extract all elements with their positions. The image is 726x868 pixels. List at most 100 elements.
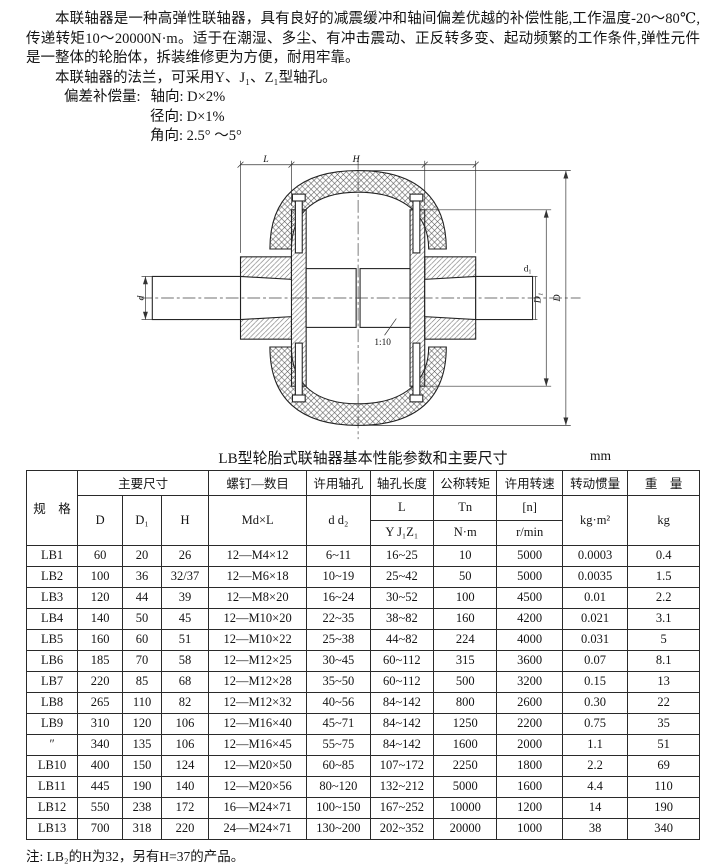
table-cell: 12—M16×40 (208, 712, 308, 735)
table-cell: 40~56 (306, 691, 371, 714)
compensation-radial: 径向: D×1% (150, 108, 225, 125)
bolt-bottom-left (291, 342, 306, 402)
table-cell: LB4 (25, 607, 79, 630)
table-cell: LB11 (25, 775, 79, 798)
table-cell: 1000 (496, 817, 563, 840)
table-cell: 140 (160, 775, 210, 798)
intro-paragraph-2: 本联轴器的法兰，可采用Y、J₁、Z₁型轴孔。 (55, 69, 337, 86)
compensation-row-axial: 偏差补偿量:轴向: D×2% (26, 88, 700, 108)
table-cell: 2600 (496, 691, 563, 714)
col-header-bore-length: 轴孔长度 (369, 469, 435, 496)
table-cell: 4500 (496, 586, 563, 609)
table-cell: 265 (77, 691, 124, 714)
table-cell: 84~142 (369, 733, 435, 756)
table-cell: 340 (627, 817, 700, 840)
table-cell: 85 (122, 670, 162, 693)
table-cell: 550 (77, 796, 124, 819)
table-cell: 2250 (433, 754, 498, 777)
table-cell: 12—M12×28 (208, 670, 308, 693)
table-cell: 84~142 (369, 691, 435, 714)
col-header-torque: 公称转矩 (433, 469, 498, 496)
coupling-drawing: L H D D₁ (135, 153, 581, 439)
table-cell: 700 (77, 817, 124, 840)
dimension-label-H: H (352, 153, 361, 164)
dimension-label-D1: D₁ (532, 292, 543, 303)
col-header-main-dims: 主要尺寸 (77, 469, 210, 496)
table-cell: 39 (160, 586, 210, 609)
table-cell: 22~35 (306, 607, 371, 630)
table-cell: 135 (122, 733, 162, 756)
table-cell: 82 (160, 691, 210, 714)
table-cell: 14 (561, 796, 629, 819)
table-cell: 60~85 (306, 754, 371, 777)
bolt-top-right (409, 193, 424, 253)
bolt-bottom-right (409, 342, 424, 402)
table-cell: 60~112 (369, 670, 435, 693)
parameters-table: 规 格 主要尺寸 螺钉—数目 许用轴孔 轴孔长度 公称转矩 许用转速 转动惯量 … (25, 469, 700, 840)
table-cell: 167~252 (369, 796, 435, 819)
table-cell: 30~45 (306, 649, 371, 672)
table-cell: 2.2 (627, 586, 700, 609)
tire-section-top (269, 169, 447, 250)
table-cell: 160 (77, 628, 124, 651)
table-cell: 500 (433, 670, 498, 693)
table-cell: 60~112 (369, 649, 435, 672)
table-cell: 1200 (496, 796, 563, 819)
table-cell: 25~42 (369, 565, 435, 588)
table-cell: 10000 (433, 796, 498, 819)
subheader-speed-unit: r/min (496, 519, 563, 546)
table-cell: 318 (122, 817, 162, 840)
table-cell: 190 (122, 775, 162, 798)
table-cell: 0.031 (561, 628, 629, 651)
subheader-D: D (77, 494, 124, 546)
table-cell: 2000 (496, 733, 563, 756)
table-cell: 238 (122, 796, 162, 819)
table-cell: 16~25 (369, 544, 435, 567)
table-cell: 50 (433, 565, 498, 588)
table-cell: 45 (160, 607, 210, 630)
table-cell: LB3 (25, 586, 79, 609)
table-cell: 44 (122, 586, 162, 609)
table-cell: LB13 (25, 817, 79, 840)
table-cell: 5000 (433, 775, 498, 798)
top-dimension-lines (237, 160, 479, 253)
table-cell: 120 (77, 586, 124, 609)
subheader-bore-d: d d₂ (306, 494, 371, 546)
dimension-label-D: D (552, 294, 563, 302)
table-header: 规 格 主要尺寸 螺钉—数目 许用轴孔 轴孔长度 公称转矩 许用转速 转动惯量 … (25, 469, 700, 546)
table-cell: 0.01 (561, 586, 629, 609)
table-cell: 12—M20×56 (208, 775, 308, 798)
table-cell: 150 (122, 754, 162, 777)
table-cell: 202~352 (369, 817, 435, 840)
table-cell: 400 (77, 754, 124, 777)
table-cell: 100~150 (306, 796, 371, 819)
table-cell: LB5 (25, 628, 79, 651)
table-cell: 340 (77, 733, 124, 756)
table-cell: 124 (160, 754, 210, 777)
table-cell: LB10 (25, 754, 79, 777)
table-cell: LB8 (25, 691, 79, 714)
table-cell: 5 (627, 628, 700, 651)
table-cell: 6~11 (306, 544, 371, 567)
table-cell: 100 (77, 565, 124, 588)
col-header-speed: 许用转速 (496, 469, 563, 496)
table-cell: LB12 (25, 796, 79, 819)
subheader-torque-Tn: Tn (433, 494, 498, 521)
table-cell: 58 (160, 649, 210, 672)
table-cell: 0.0003 (561, 544, 629, 567)
table-cell: 5000 (496, 544, 563, 567)
table-cell: 1.5 (627, 565, 700, 588)
table-cell: 55~75 (306, 733, 371, 756)
col-header-inertia: 转动惯量 (561, 469, 629, 496)
compensation-block: 偏差补偿量:轴向: D×2% 径向: D×1% 角向: 2.5° ～5° (26, 88, 700, 147)
table-cell: 0.07 (561, 649, 629, 672)
table-cell: 12—M8×20 (208, 586, 308, 609)
